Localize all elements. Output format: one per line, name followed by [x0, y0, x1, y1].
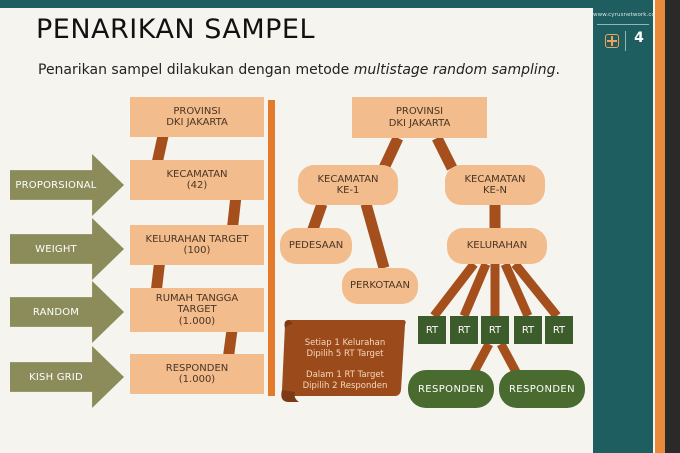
- box-label: KELURAHAN: [466, 240, 528, 252]
- link-rt-resp1: [470, 341, 493, 375]
- scroll-shape: [281, 320, 406, 402]
- rail-vertical-divider: [625, 31, 626, 51]
- window-edge: [665, 0, 680, 453]
- box-label: PERKOTAAN: [350, 280, 410, 292]
- box-label: PEDESAAN: [288, 240, 344, 252]
- rail-divider-line: [597, 24, 649, 25]
- rt-box: RT: [450, 316, 478, 344]
- box-label: PROVINSI DKI JAKARTA: [166, 105, 228, 129]
- rail-url: www.cyrusnetwork.co: [593, 12, 656, 18]
- slide-title: PENARIKAN SAMPEL: [36, 14, 316, 45]
- box-label: RESPONDEN (1.000): [165, 362, 229, 386]
- rt-box: RT: [545, 316, 573, 344]
- orange-accent-strip: [655, 0, 665, 453]
- subtitle-method: multistage random sampling: [353, 62, 556, 78]
- link-kel-rt5: [511, 261, 561, 319]
- top-strip: [0, 0, 598, 8]
- slide-subtitle: Penarikan sampel dilakukan dengan metode…: [38, 62, 560, 78]
- side-rail: www.cyrusnetwork.co 4: [593, 0, 656, 453]
- rt-box: RT: [481, 316, 509, 344]
- network-logo-icon: [605, 34, 619, 48]
- box-perkotaan: PERKOTAAN: [342, 268, 418, 304]
- box-label: KECAMATAN (42): [166, 168, 228, 192]
- box-kecamatan-ke-n: KECAMATAN KE-N: [445, 165, 545, 205]
- box-provinsi-left: PROVINSI DKI JAKARTA: [130, 97, 264, 137]
- column-divider: [268, 100, 275, 396]
- page-number: 4: [634, 30, 644, 46]
- note-scroll: Setiap 1 Kelurahan Dipilih 5 RT Target D…: [279, 316, 409, 406]
- box-responden-2: RESPONDEN: [499, 370, 585, 408]
- link-kel-rt1: [430, 261, 478, 319]
- stage-arrow-label: KISH GRID: [29, 371, 83, 383]
- link-prov-kecn: [432, 135, 457, 171]
- box-kecamatan-ke-1: KECAMATAN KE-1: [298, 165, 398, 205]
- link-prov-kec1: [379, 135, 403, 171]
- box-kelurahan: KELURAHAN: [447, 228, 547, 264]
- box-pedesaan: PEDESAAN: [280, 228, 352, 264]
- stage-arrow-label: WEIGHT: [35, 243, 77, 255]
- box-rumah-tangga-target: RUMAH TANGGA TARGET (1.000): [130, 288, 264, 332]
- stage-arrow-label: PROPORSIONAL: [15, 179, 97, 191]
- box-kecamatan-left: KECAMATAN (42): [130, 160, 264, 200]
- subtitle-suffix: .: [555, 62, 560, 78]
- box-kelurahan-target: KELURAHAN TARGET (100): [130, 225, 264, 265]
- box-responden-1: RESPONDEN: [408, 370, 494, 408]
- link-kel-rt2: [459, 262, 491, 318]
- box-label: KELURAHAN TARGET (100): [145, 233, 249, 257]
- link-rt-resp2: [497, 341, 520, 375]
- stage-arrow-label: RANDOM: [32, 306, 80, 318]
- box-label: KECAMATAN KE-1: [317, 173, 379, 197]
- subtitle-prefix: Penarikan sampel dilakukan dengan metode: [38, 62, 354, 78]
- box-provinsi-right: PROVINSI DKI JAKARTA: [352, 97, 487, 138]
- link-kel-rt4: [500, 262, 533, 318]
- box-responden-left: RESPONDEN (1.000): [130, 354, 264, 394]
- note-text: Setiap 1 Kelurahan Dipilih 5 RT Target D…: [302, 338, 388, 391]
- box-label: RUMAH TANGGA TARGET (1.000): [155, 292, 239, 327]
- link-kec1-pedesaan: [306, 202, 328, 234]
- rt-box: RT: [514, 316, 542, 344]
- rt-box: RT: [418, 316, 446, 344]
- box-label: KECAMATAN KE-N: [464, 173, 526, 197]
- box-label: PROVINSI DKI JAKARTA: [388, 106, 451, 129]
- link-kec1-perkotaan: [360, 202, 390, 270]
